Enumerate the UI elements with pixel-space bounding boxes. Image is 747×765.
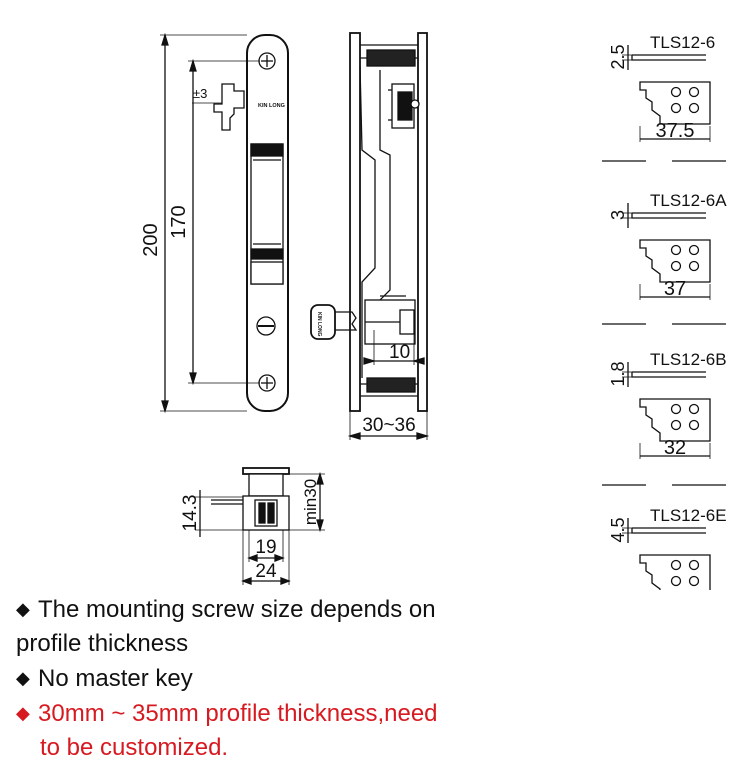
mount-hole-icon	[688, 244, 700, 256]
note-master-key: ◆ No master key	[16, 661, 576, 696]
strike-model-label: TLS12-6A	[650, 191, 727, 210]
bottom-screw-icon	[258, 374, 276, 392]
dim-200-label: 200	[140, 223, 162, 256]
note-custom-thickness: ◆ 30mm ~ 35mm profile thickness,need	[16, 696, 576, 731]
tolerance-label: ±3	[193, 86, 207, 101]
mount-hole-icon	[688, 102, 700, 114]
mount-hole-icon	[670, 575, 682, 587]
mount-hole-icon	[688, 403, 700, 415]
dim-min30-label: min30	[301, 479, 320, 525]
dim-170	[188, 58, 260, 386]
strike-plate-4	[622, 518, 711, 590]
diamond-bullet-icon: ◆	[16, 599, 30, 619]
dim-200	[160, 32, 247, 414]
strike-model-label: TLS12-6E	[650, 506, 727, 525]
strike-thickness-label: 1.8	[608, 361, 628, 386]
dim-min30	[289, 471, 325, 533]
diamond-bullet-icon: ◆	[16, 703, 30, 723]
strike-width-label: 37	[664, 278, 686, 300]
note-text: No master key	[38, 665, 193, 692]
strike-model-label: TLS12-6B	[650, 350, 727, 369]
note-text: to be customized.	[40, 734, 229, 761]
note-text: profile thickness	[16, 630, 189, 657]
mount-hole-icon	[670, 86, 682, 98]
note-text: The mounting screw size depends on	[38, 596, 436, 623]
note-screw-size-cont: profile thickness	[16, 627, 576, 661]
dim-170-label: 170	[168, 205, 190, 238]
mount-hole-icon	[670, 403, 682, 415]
lock-body-side-view	[349, 32, 428, 412]
mount-hole-icon	[688, 559, 700, 571]
mount-hole-icon	[670, 244, 682, 256]
dim-10	[363, 330, 425, 365]
dim-10-label: 10	[389, 342, 410, 363]
faceplate-brand-label: KIN LONG	[258, 103, 285, 109]
mount-hole-icon	[670, 559, 682, 571]
mount-hole-icon	[688, 86, 700, 98]
strike-width-label: 32	[664, 437, 686, 459]
mount-hole-icon	[670, 419, 682, 431]
strike-thickness-label: 3	[608, 210, 628, 220]
strike-plate-1	[622, 45, 711, 142]
dim-24-label: 24	[255, 561, 277, 582]
strike-thickness-label: 2.5	[608, 44, 628, 69]
strike-thickness-label: 4.5	[608, 517, 628, 542]
notes: ◆ The mounting screw size depends on prof…	[16, 592, 576, 765]
note-custom-thickness-cont: to be customized.	[16, 731, 576, 765]
strike-model-label: TLS12-6	[650, 33, 715, 52]
note-screw-size: ◆ The mounting screw size depends on	[16, 592, 576, 627]
strike-plate-2	[622, 203, 711, 300]
top-screw-icon	[258, 52, 276, 70]
cylinder-icon	[256, 316, 276, 336]
strike-width-label: 37.5	[656, 120, 695, 142]
dim-30-36	[347, 411, 430, 440]
note-text: 30mm ~ 35mm profile thickness,need	[38, 700, 438, 727]
diamond-bullet-icon: ◆	[16, 668, 30, 688]
dim-19-label: 19	[255, 537, 276, 558]
dim-30-36-label: 30~36	[362, 415, 415, 436]
mount-hole-icon	[688, 419, 700, 431]
faceplate-front-view	[246, 34, 289, 412]
technical-drawing: 200 170 ±3 KIN LONG KIN LONG 10 30~36 14…	[140, 32, 727, 590]
strike-plate-3	[622, 362, 711, 459]
mount-hole-icon	[670, 102, 682, 114]
dim-14-3-label: 14.3	[180, 495, 201, 532]
mount-hole-icon	[670, 260, 682, 272]
dim-14-3	[195, 490, 243, 537]
mount-hole-icon	[688, 575, 700, 587]
key-brand-label: KIN LONG	[316, 312, 322, 337]
mount-hole-icon	[688, 260, 700, 272]
key-icon	[310, 304, 358, 340]
lock-top-view	[211, 467, 290, 531]
